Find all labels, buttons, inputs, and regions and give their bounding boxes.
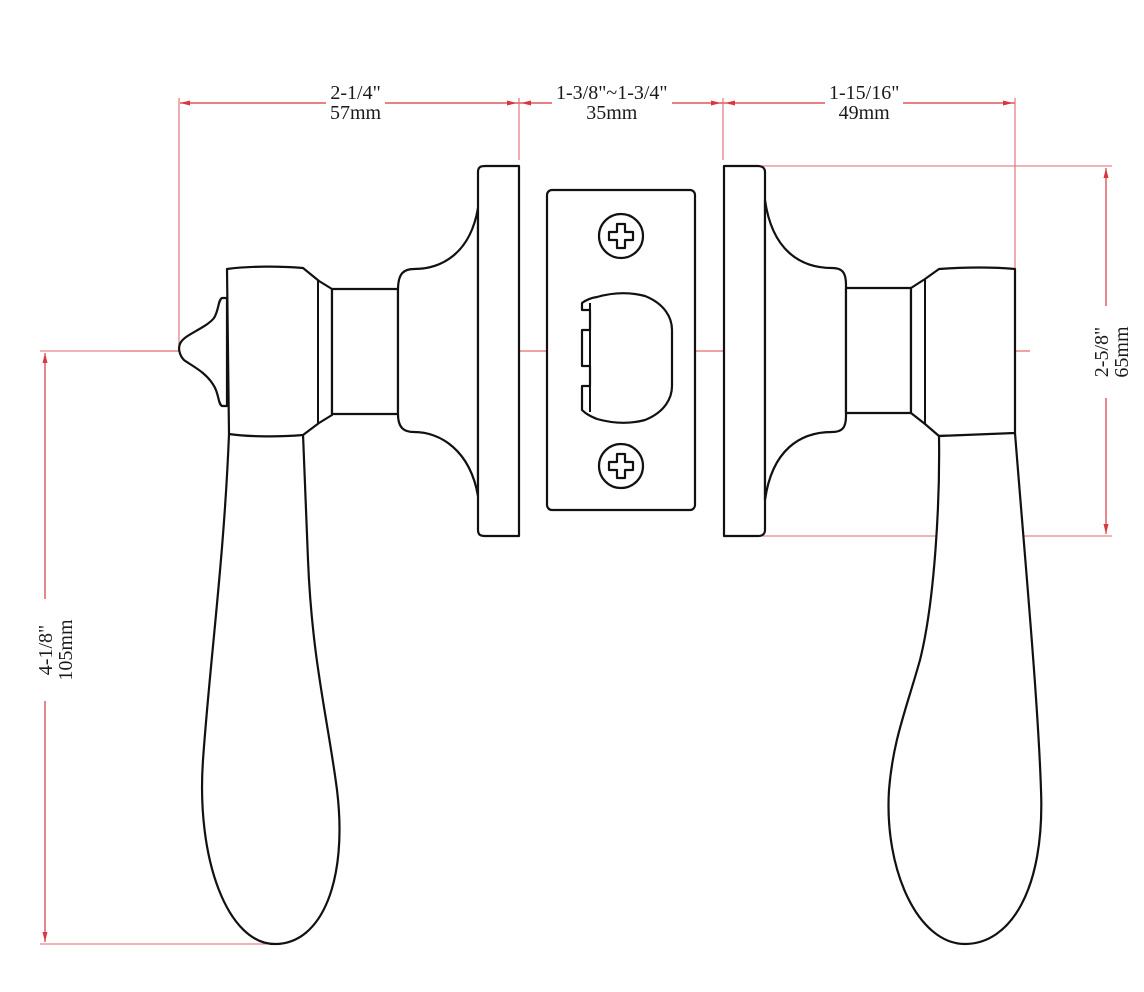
lever-projection-label: 2-1/4" 57mm [326, 82, 386, 124]
rosette-diameter-label: 2-5/8" 65mm [1091, 306, 1133, 398]
phillips-screw-icon [597, 212, 645, 260]
lever-length-label: 4-1/8" 105mm [35, 599, 77, 701]
lever-projection-metric: 57mm [330, 102, 382, 124]
rosette-diameter-imperial: 2-5/8" [1091, 326, 1113, 378]
rosette-diameter-metric: 65mm [1111, 326, 1133, 378]
right-lever-handle [722, 164, 1043, 946]
door-thickness-imperial: 1-3/8"~1-3/4" [556, 82, 668, 104]
latch-faceplate [545, 188, 697, 512]
door-thickness-metric: 35mm [586, 102, 638, 124]
phillips-screw-icon [597, 442, 645, 490]
left-lever-handle [178, 164, 521, 946]
lever-length-imperial: 4-1/8" [35, 624, 57, 676]
lever-length-metric: 105mm [55, 619, 77, 681]
lever-projection-imperial: 2-1/4" [330, 82, 381, 104]
door-thickness-label: 1-3/8"~1-3/4" 35mm [552, 83, 672, 123]
lever-projection-right-label: 1-15/16" 49mm [825, 82, 904, 124]
lever-projection-right-imperial: 1-15/16" [829, 82, 900, 104]
lever-projection-right-metric: 49mm [838, 102, 890, 124]
